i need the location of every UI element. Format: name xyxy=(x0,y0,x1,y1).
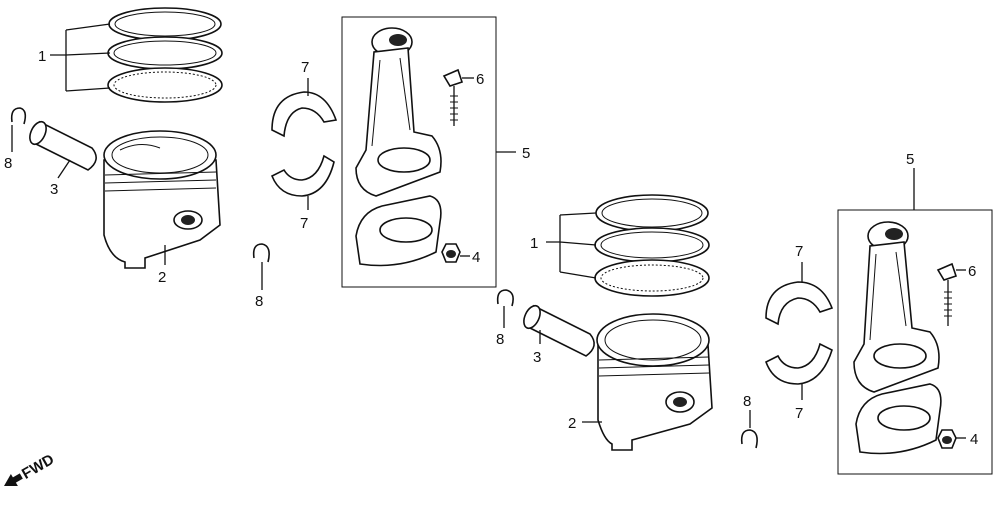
right-assembly: 1 2 3 8 8 xyxy=(496,151,993,475)
piston-pin-right xyxy=(523,304,595,357)
callout-7-right-lower: 7 xyxy=(795,405,803,422)
bearing-right-upper xyxy=(765,281,834,326)
callout-6-right: 6 xyxy=(968,263,976,280)
callout-6-left: 6 xyxy=(476,71,484,88)
callout-5-left: 5 xyxy=(522,145,530,162)
piston-pin-clip-right-1 xyxy=(496,289,514,307)
callout-8-left-2: 8 xyxy=(255,293,263,310)
connecting-rod-left xyxy=(355,27,442,267)
fwd-label: FWD xyxy=(19,451,57,483)
piston-pin-clip-left-2 xyxy=(252,243,270,263)
callout-2-right: 2 xyxy=(568,415,576,432)
callout-4-left: 4 xyxy=(472,249,480,266)
left-assembly: 1 2 3 8 8 xyxy=(4,7,530,310)
callout-8-left-1: 8 xyxy=(4,155,12,172)
connecting-rod-nut-left xyxy=(441,243,461,263)
connecting-rod-bolt-right xyxy=(936,262,958,326)
callout-7-right-upper: 7 xyxy=(795,243,803,260)
leader-1-right xyxy=(546,212,597,279)
callout-7-left-lower: 7 xyxy=(300,215,308,232)
connecting-rod-box-right xyxy=(837,209,993,475)
callout-2-left: 2 xyxy=(158,269,166,286)
callout-8-right-1: 8 xyxy=(496,331,504,348)
piston-pin-clip-left-1 xyxy=(10,107,27,125)
piston-pin-left xyxy=(29,120,97,171)
leader-3-left xyxy=(57,159,71,179)
bearing-right-lower xyxy=(765,342,833,385)
bearing-left-lower xyxy=(270,154,335,197)
piston-pin-clip-right-2 xyxy=(740,429,758,449)
connecting-rod-right xyxy=(853,221,942,455)
callout-7-left-upper: 7 xyxy=(301,59,309,76)
callout-3-right: 3 xyxy=(533,349,541,366)
callout-4-right: 4 xyxy=(970,431,978,448)
callout-1-left: 1 xyxy=(38,48,46,65)
piston-rings-left xyxy=(107,7,223,103)
connecting-rod-bolt-left xyxy=(442,68,464,126)
callout-5-right: 5 xyxy=(906,151,914,168)
piston-right xyxy=(596,313,713,451)
callout-1-right: 1 xyxy=(530,235,538,252)
fwd-arrow-icon xyxy=(4,473,23,487)
callout-8-right-2: 8 xyxy=(743,393,751,410)
connecting-rod-nut-right xyxy=(937,429,957,449)
fwd-indicator: FWD xyxy=(4,451,57,487)
bearing-left-upper xyxy=(271,91,338,138)
callout-3-left: 3 xyxy=(50,181,58,198)
piston-rings-right xyxy=(594,194,710,297)
leader-1-left xyxy=(50,23,111,92)
piston-left xyxy=(103,130,221,269)
